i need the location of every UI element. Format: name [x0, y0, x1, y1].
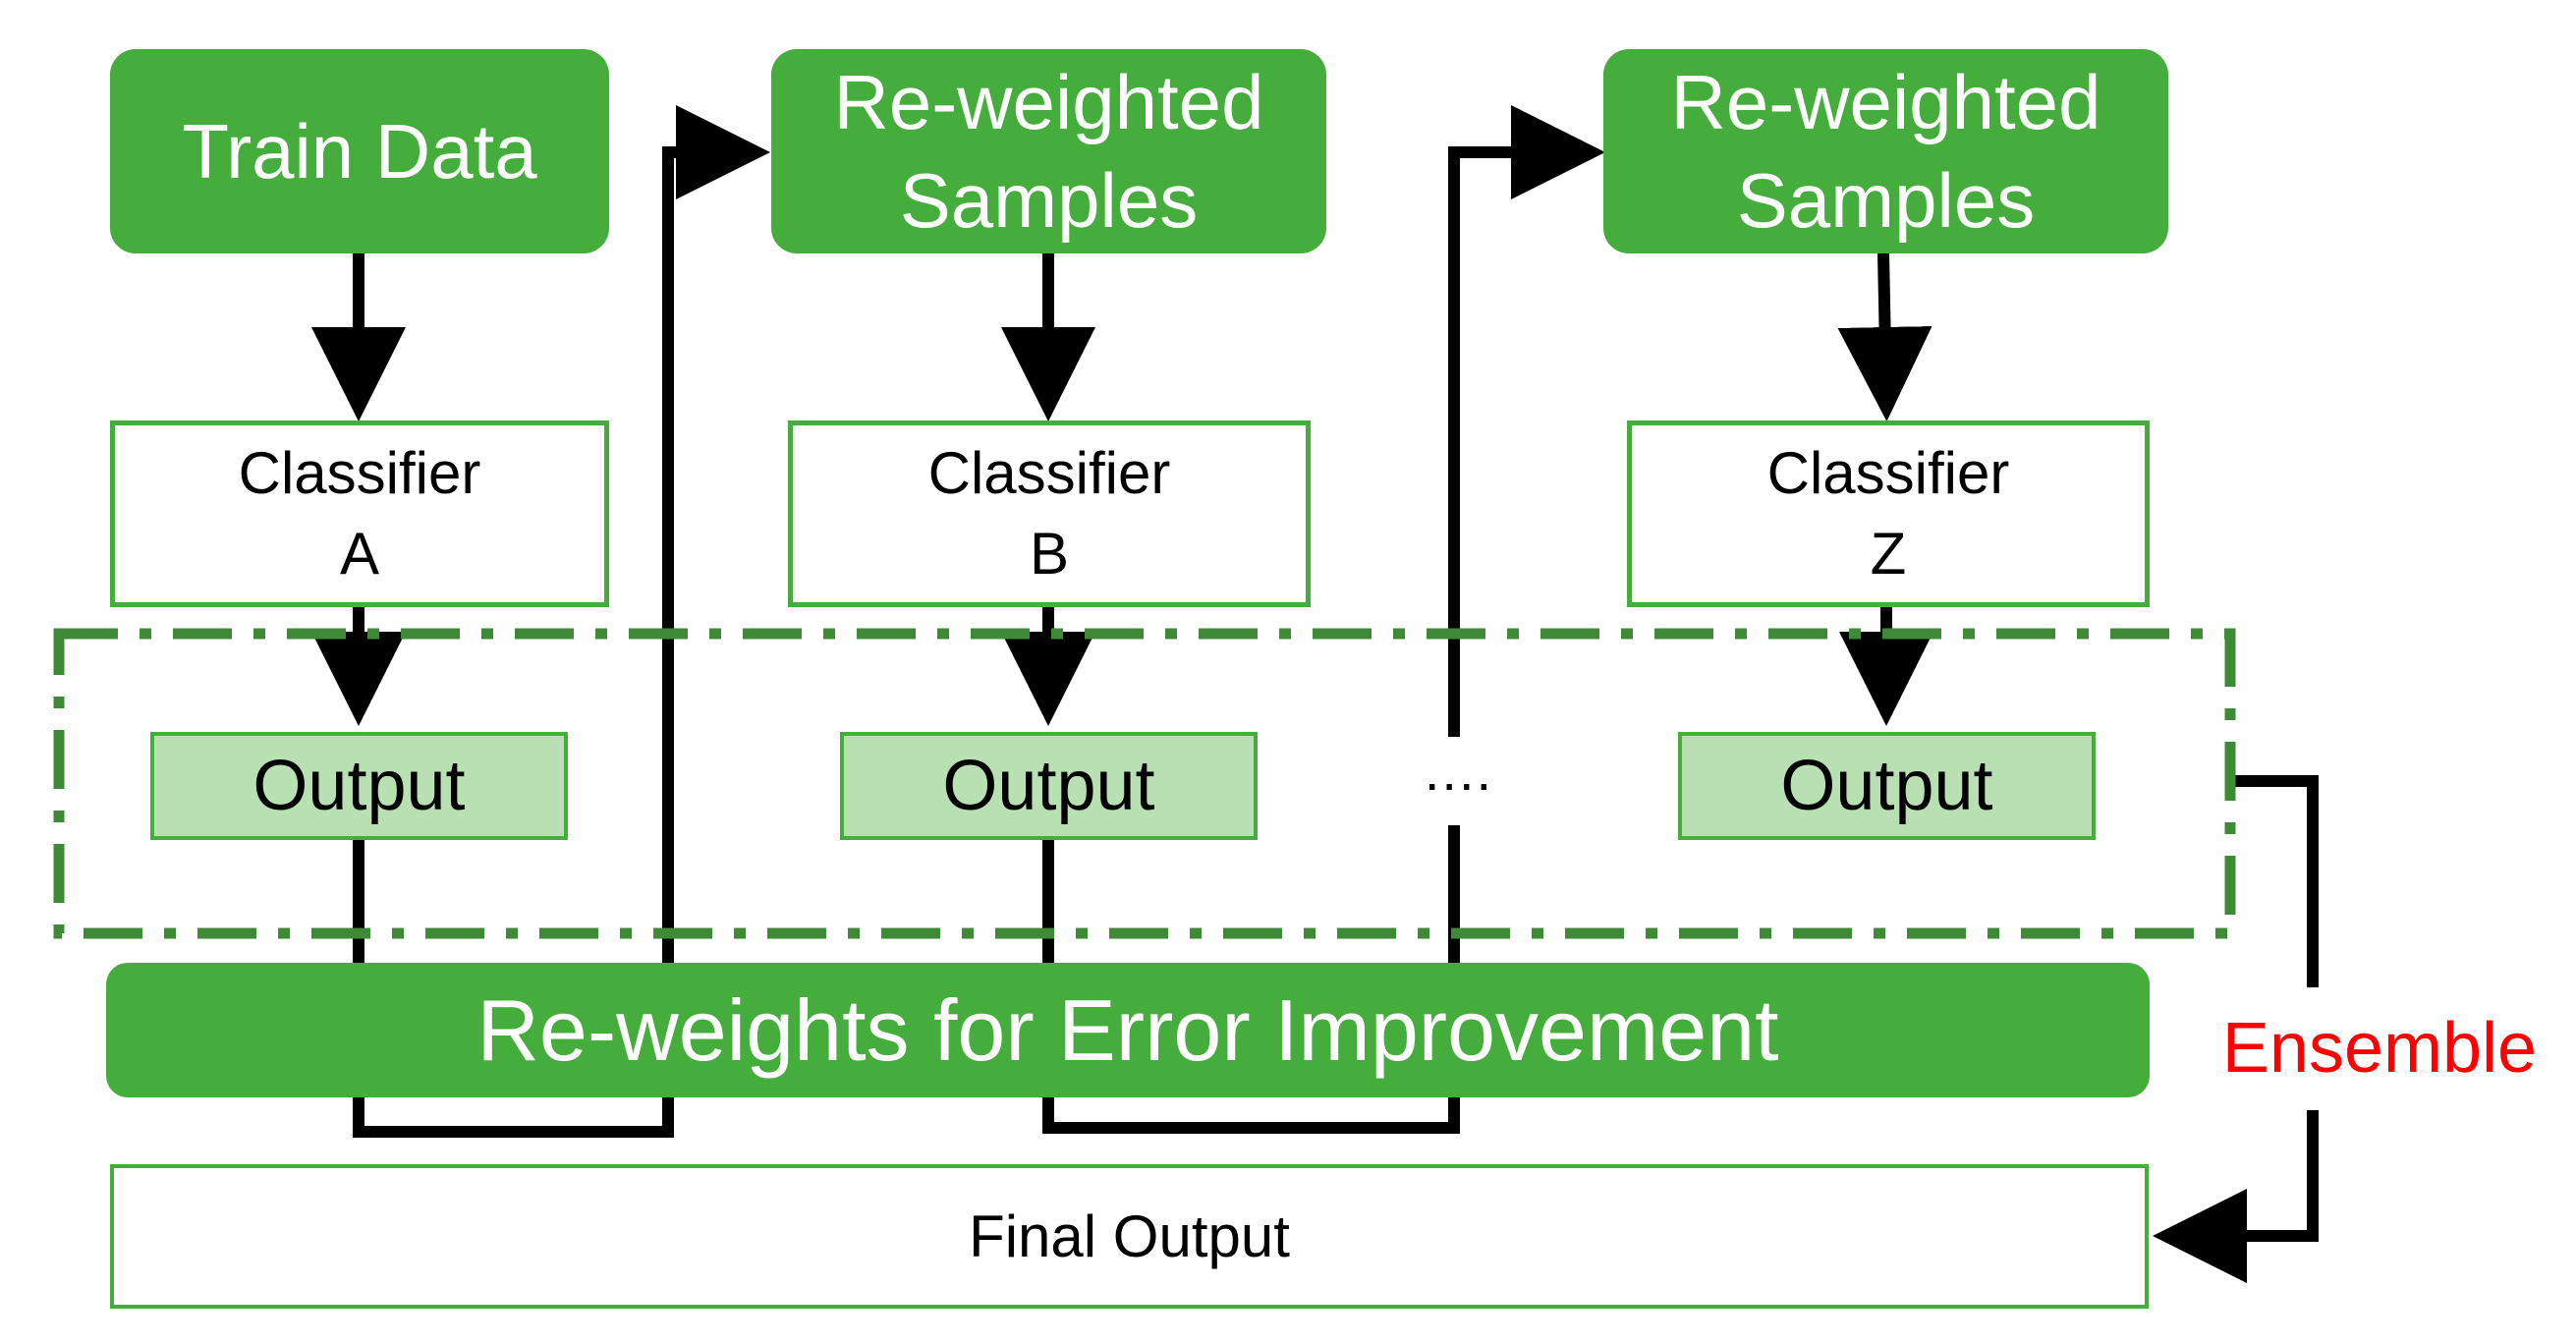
reweighted-samples-box-2: Re-weighted Samples: [1603, 49, 2168, 253]
reweighted-samples-box-1: Re-weighted Samples: [771, 49, 1326, 253]
output-b-label: Output: [942, 747, 1155, 825]
train-data-label: Train Data: [182, 108, 537, 195]
classifier-b-box: Classifier B: [788, 420, 1311, 607]
ensemble-label: Ensemble: [2212, 1004, 2547, 1092]
classifier-z-line2: Z: [1870, 521, 1907, 587]
classifier-a-box: Classifier A: [110, 420, 609, 607]
output-a-label: Output: [252, 747, 466, 825]
output-z-label: Output: [1780, 747, 1993, 825]
train-data-box: Train Data: [110, 49, 609, 253]
final-output-label: Final Output: [969, 1204, 1290, 1269]
classifier-b-line2: B: [1029, 521, 1070, 587]
loop-b-to-samples-2-upper: [1448, 105, 1605, 737]
classifier-a-line1: Classifier: [238, 440, 481, 506]
classifier-a-line2: A: [339, 521, 380, 587]
ensemble-path-lower: [2153, 1110, 2319, 1283]
output-z-box: Output: [1678, 732, 2096, 840]
output-a-box: Output: [150, 732, 568, 840]
output-b-box: Output: [840, 732, 1258, 840]
classifier-b-line1: Classifier: [927, 440, 1171, 506]
classifier-z-line1: Classifier: [1766, 440, 2010, 506]
final-output-box: Final Output: [110, 1164, 2149, 1309]
ellipsis-text: ....: [1424, 740, 1494, 802]
ensemble-path-upper: [2225, 775, 2319, 987]
arrow-samples2-to-classifier-z: [1837, 252, 1932, 421]
reweighted-samples-2-line1: Re-weighted: [1670, 59, 2101, 145]
reweighted-samples-1-line1: Re-weighted: [833, 59, 1264, 145]
classifier-z-box: Classifier Z: [1627, 420, 2150, 607]
reweights-bar-label: Re-weights for Error Improvement: [476, 980, 1779, 1079]
reweighted-samples-1-line2: Samples: [899, 157, 1199, 244]
reweighted-samples-2-line2: Samples: [1736, 157, 2036, 244]
reweights-bar: Re-weights for Error Improvement: [106, 963, 2150, 1097]
output-group-boundary: [53, 628, 2236, 939]
